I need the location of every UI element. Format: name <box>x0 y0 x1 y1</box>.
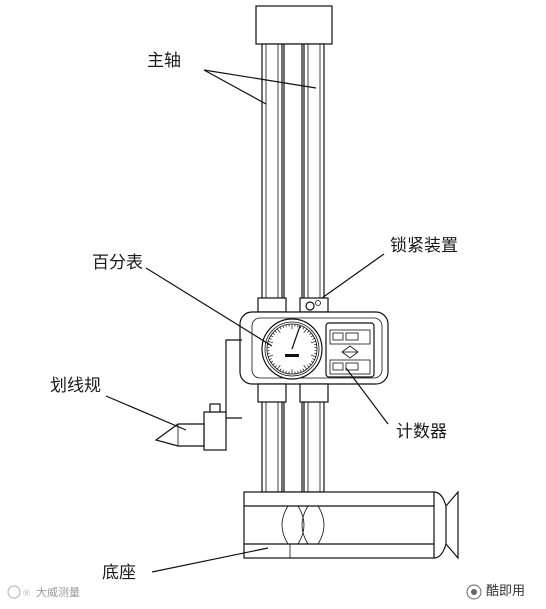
leader-scriber <box>106 396 186 430</box>
leader-base <box>152 548 268 572</box>
main-shaft-columns <box>262 44 324 492</box>
watermark-left-text: 大威测量 <box>36 587 80 598</box>
label-counter: 计数器 <box>396 424 447 441</box>
scriber-arm <box>156 340 242 450</box>
label-scriber: 划线规 <box>50 378 101 395</box>
dial-logo-mark <box>285 354 299 357</box>
leader-lock-device <box>322 254 384 298</box>
top-cap <box>256 6 332 44</box>
svg-text:®: ® <box>22 589 31 599</box>
label-base: 底座 <box>102 565 136 582</box>
lower-collar-left <box>258 384 286 402</box>
leader-dial-indicator <box>146 268 272 346</box>
lower-collar-right <box>300 384 328 402</box>
base <box>244 492 458 558</box>
watermark-right-logo <box>467 585 481 599</box>
watermark-left-logo: ® <box>8 586 31 599</box>
label-lock-device: 锁紧装置 <box>390 238 458 255</box>
label-dial-indicator: 百分表 <box>92 255 143 272</box>
label-main-shaft: 主轴 <box>147 53 181 70</box>
dial-indicator <box>262 319 322 379</box>
upper-collar-left <box>258 298 286 312</box>
watermark-right-text: 酷即用 <box>486 585 525 598</box>
digital-counter <box>326 323 374 377</box>
